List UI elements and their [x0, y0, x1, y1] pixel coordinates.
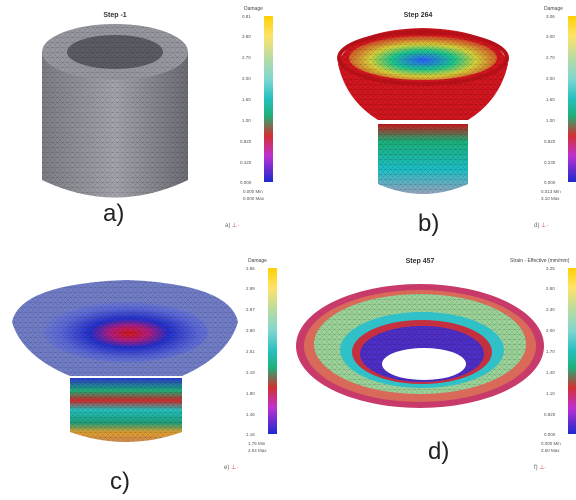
caption: c)	[110, 468, 130, 495]
legend-max: 3.60 Max	[541, 448, 560, 453]
legend-tick: 2.70	[546, 55, 555, 60]
legend-tick: 2.80	[246, 328, 255, 333]
color-legend-bar	[268, 268, 277, 434]
legend-tick: 0.000	[240, 180, 252, 185]
axes-label: f)	[534, 465, 538, 471]
legend-tick: 0.820	[544, 412, 556, 417]
axes-label: e)	[224, 465, 230, 471]
axes-icon: ⊥·	[539, 465, 547, 471]
legend-tick: 0.000	[544, 432, 556, 437]
caption: d)	[428, 438, 450, 465]
legend-max: 0.000 Max	[243, 196, 265, 201]
legend-min: 0.000 Min	[541, 441, 561, 446]
legend-tick: 0.820	[544, 139, 556, 144]
legend-tick: 3.06	[546, 14, 555, 19]
legend-title: Damage	[248, 258, 267, 264]
legend-tick: 2.19	[246, 370, 255, 375]
axes-label: d)	[534, 223, 540, 229]
legend-tick: 1.00	[242, 118, 251, 123]
color-legend-bar	[568, 16, 576, 182]
panel-d: Step 457 d) Strain - Effective (mm/mm) 3…	[288, 250, 576, 500]
legend-tick: 1.00	[546, 118, 555, 123]
legend-tick: 2.00	[546, 328, 555, 333]
legend-tick: 1.70	[546, 349, 555, 354]
deformed-flare-c	[12, 280, 238, 442]
axes-triad: a) ⊥·	[225, 222, 239, 229]
panel-b: Step 264 b) Damage 3.06 3.00 2.70 2.00 1…	[288, 0, 576, 250]
legend-tick: 2.00	[546, 76, 555, 81]
axes-icon: ⊥·	[231, 465, 239, 471]
deformed-flare-d	[296, 284, 544, 408]
panel-a: Step -1 a) Damage 0.81 3.80 2.70 2.00 1.…	[0, 0, 288, 250]
legend-tick: 2.87	[246, 307, 255, 312]
color-legend-bar	[568, 268, 576, 434]
legend-tick: 1.40	[546, 370, 555, 375]
legend-tick: 1.46	[246, 412, 255, 417]
step-label: Step 457	[405, 258, 435, 265]
legend-min: 0.000 Min	[243, 189, 263, 194]
legend-title: Strain - Effective (mm/mm)	[510, 258, 570, 264]
legend-max: 3.10 Max	[541, 196, 560, 201]
axes-triad: d) ⊥·	[534, 222, 548, 229]
legend-tick: 1.60	[242, 97, 251, 102]
legend-tick: 1.10	[546, 391, 555, 396]
legend-tick: 2.00	[242, 76, 251, 81]
step-label: Step 264	[403, 12, 433, 19]
legend-tick: 2.80	[546, 286, 555, 291]
legend-tick: 2.51	[246, 349, 255, 354]
axes-triad: f) ⊥·	[534, 464, 547, 471]
legend-min: 1.76 Min	[248, 441, 266, 446]
caption: a)	[103, 200, 125, 227]
legend-tick: 0.000	[544, 180, 556, 185]
legend-tick: 3.00	[546, 34, 555, 39]
axes-icon: ⊥·	[232, 223, 240, 229]
legend-title: Damage	[544, 6, 563, 12]
legend-tick: 1.80	[246, 391, 255, 396]
legend-title: Damage	[244, 6, 263, 12]
legend-tick: 0.820	[240, 139, 252, 144]
legend-max: 2.04 Max	[248, 448, 267, 453]
legend-tick: 0.230	[544, 160, 556, 165]
legend-tick: 3.80	[242, 34, 251, 39]
legend-tick: 2.86	[246, 266, 255, 271]
color-legend-bar	[264, 16, 273, 182]
deformed-flare-b	[337, 28, 509, 194]
legend-tick: 1.60	[546, 97, 555, 102]
legend-tick: 0.81	[242, 14, 251, 19]
caption: b)	[418, 210, 440, 237]
axes-label: a)	[225, 223, 231, 229]
axes-icon: ⊥·	[541, 223, 549, 229]
step-label: Step -1	[103, 12, 127, 19]
legend-tick: 1.16	[246, 432, 255, 437]
mesh-cylinder	[42, 24, 188, 218]
legend-tick: 3.25	[546, 266, 555, 271]
axes-triad: e) ⊥·	[224, 464, 238, 471]
legend-min: 0.013 Min	[541, 189, 561, 194]
legend-tick: 2.70	[242, 55, 251, 60]
panel-c: c) Damage 2.86 2.99 2.87 2.80 2.51 2.19 …	[0, 250, 288, 500]
legend-tick: 2.99	[246, 286, 255, 291]
legend-tick: 2.30	[546, 307, 555, 312]
legend-tick: 0.420	[240, 160, 252, 165]
